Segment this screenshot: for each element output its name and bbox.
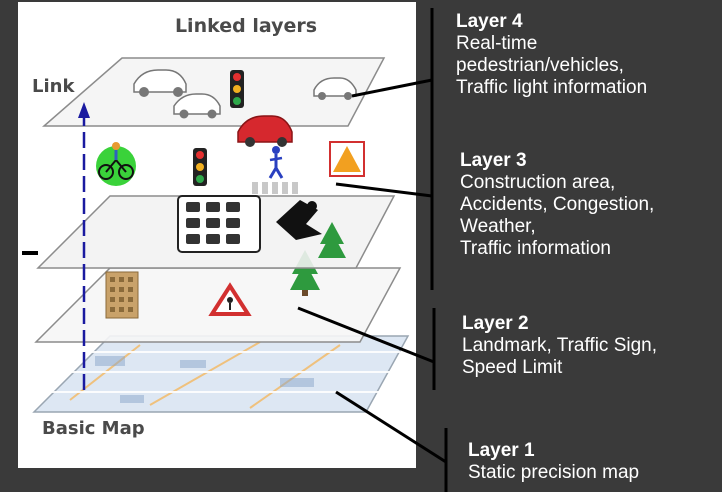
diagram-title: Linked layers — [175, 15, 317, 37]
layer-2-title: Layer 2 — [462, 313, 529, 334]
layer-2-line: Landmark, Traffic Sign, — [462, 335, 658, 356]
layer-2-plane — [34, 250, 402, 343]
layer-4-line: Real-time — [456, 33, 538, 54]
layer-3-line: Construction area, — [460, 172, 616, 193]
leader-line-layer-1 — [335, 390, 447, 464]
layer-3-line: Traffic information — [460, 238, 611, 259]
cyclist-icon — [96, 142, 136, 186]
congestion-icon — [177, 195, 261, 253]
traffic-light-icon — [230, 70, 244, 108]
layer-4-plane — [41, 57, 386, 147]
car-icon — [237, 115, 293, 147]
accident-icon — [276, 200, 322, 240]
layer-2-line: Speed Limit — [462, 357, 563, 378]
tree-icon — [318, 222, 346, 258]
link-label: Link — [32, 76, 75, 97]
layer-4-line: Traffic light information — [456, 77, 648, 98]
link-arrow — [78, 102, 90, 390]
leader-line-layer-3 — [335, 182, 433, 198]
leader-lines — [297, 8, 448, 492]
traffic-light-icon — [193, 148, 207, 186]
layer-3-line: Weather, — [460, 216, 536, 237]
layer-4-description: Layer 4 Real-time pedestrian/vehicles, T… — [456, 11, 647, 99]
crosswalk-icon — [252, 182, 298, 194]
layer-1-line: Static precision map — [468, 462, 640, 483]
layer-4-title: Layer 4 — [456, 11, 523, 32]
layer-3-plane — [36, 141, 396, 269]
leader-line-layer-4 — [351, 78, 433, 98]
layer-4-line: pedestrian/vehicles, — [456, 55, 624, 76]
layer-3-description: Layer 3 Construction area, Accidents, Co… — [460, 150, 654, 260]
warning-sign-icon — [208, 282, 252, 316]
layer-2-description: Layer 2 Landmark, Traffic Sign, Speed Li… — [462, 313, 657, 379]
layer-1-description: Layer 1 Static precision map — [468, 440, 639, 484]
car-icon — [313, 77, 357, 100]
layer-3-title: Layer 3 — [460, 150, 527, 171]
pedestrian-icon — [268, 146, 284, 179]
construction-sign-icon — [329, 141, 365, 177]
building-icon — [105, 271, 139, 319]
car-icon — [133, 69, 187, 97]
base-map-label: Basic Map — [42, 418, 145, 439]
layer-3-line: Accidents, Congestion, — [460, 194, 655, 215]
leader-line-layer-2 — [297, 306, 435, 364]
layer-1-title: Layer 1 — [468, 440, 535, 461]
car-icon — [173, 93, 221, 119]
